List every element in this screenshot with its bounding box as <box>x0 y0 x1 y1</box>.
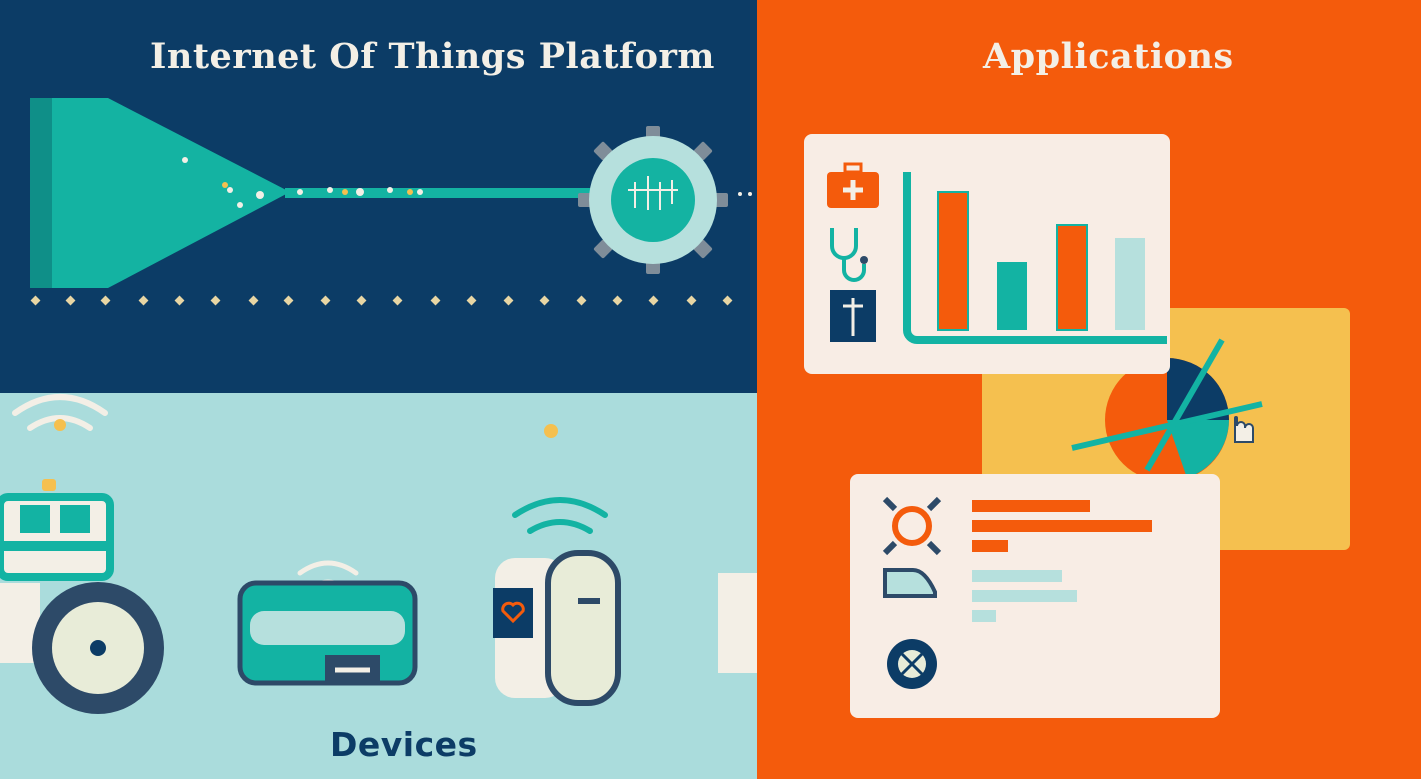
data-funnel-icon <box>30 98 595 288</box>
platform-title: Internet Of Things Platform <box>150 36 715 77</box>
list-card <box>850 474 1220 718</box>
wearable-heart-monitor-icon <box>493 550 621 706</box>
devices-illustration <box>0 394 757 714</box>
dotted-line <box>30 295 733 306</box>
devices-panel: Devices <box>0 393 757 779</box>
stethoscope-icon <box>830 228 868 282</box>
chart-card <box>804 134 1170 374</box>
first-aid-kit-icon <box>827 162 879 208</box>
wifi-icon <box>512 497 608 534</box>
wifi-icon <box>12 394 108 431</box>
bar-chart <box>937 191 1145 331</box>
toolbox-icon <box>237 580 418 686</box>
medical-caduceus-icon <box>830 290 876 342</box>
gear-hub-icon <box>578 126 752 274</box>
wheel-icon <box>887 639 937 689</box>
pie-chart-icon <box>1071 338 1263 482</box>
tractor-icon <box>0 479 164 714</box>
car-icon <box>883 568 937 598</box>
applications-title: Applications <box>983 36 1234 77</box>
platform-illustration <box>30 98 752 306</box>
applications-panel: Applications <box>757 0 1421 779</box>
hand-cursor-icon <box>1234 416 1254 443</box>
valve-icon <box>882 496 942 556</box>
devices-title: Devices <box>330 725 478 764</box>
applications-illustration <box>804 134 1350 718</box>
platform-panel: Internet Of Things Platform <box>0 0 757 393</box>
